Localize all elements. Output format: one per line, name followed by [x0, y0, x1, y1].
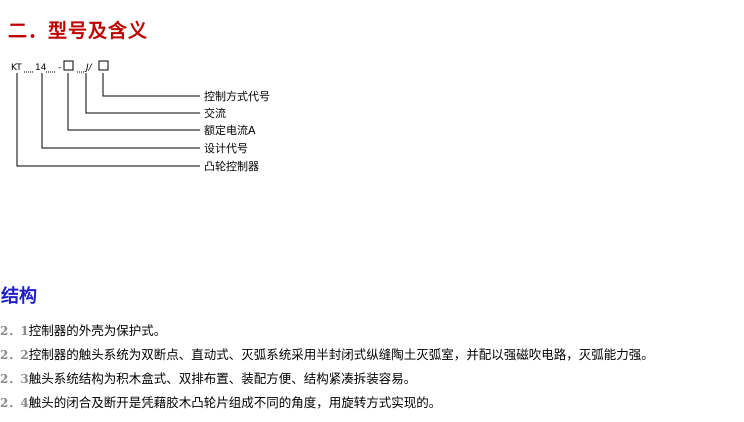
item-number: 2．1 [0, 324, 29, 338]
code-box-current [63, 60, 74, 71]
label-control-mode: 控制方式代号 [204, 89, 270, 103]
code-dash: - [58, 63, 61, 73]
structure-item: 2．1控制器的外壳为保护式。 [0, 322, 744, 346]
structure-item: 2．2控制器的触头系统为双断点、直动式、灭弧系统采用半封闭式纵缝陶土灭弧室，并配… [0, 346, 744, 370]
leader-control-mode [102, 73, 200, 97]
item-text: 控制器的外壳为保护式。 [28, 323, 167, 338]
item-text: 控制器的触头系统为双断点、直动式、灭弧系统采用半封闭式纵缝陶土灭弧室，并配以强磁… [28, 347, 654, 362]
item-text: 触头的闭合及断开是凭藉胶木凸轮片组成不同的角度，用旋转方式实现的。 [28, 395, 442, 410]
structure-item: 2．4触头的闭合及断开是凭藉胶木凸轮片组成不同的角度，用旋转方式实现的。 [0, 394, 744, 418]
structure-list: 2．1控制器的外壳为保护式。 2．2控制器的触头系统为双断点、直动式、灭弧系统采… [0, 322, 744, 418]
label-cam-controller: 凸轮控制器 [204, 159, 259, 173]
leader-cam-controller [16, 73, 200, 167]
code-slash-part: J/ [84, 63, 93, 73]
model-meaning-heading: 二．型号及含义 [8, 20, 149, 42]
structure-item: 2．3触头系统结构为积木盒式、双排布置、装配方便、结构紧凑拆装容易。 [0, 370, 744, 394]
label-design-code: 设计代号 [204, 142, 248, 155]
item-number: 2．2 [0, 348, 29, 362]
label-ac: 交流 [204, 106, 226, 120]
leader-ac [85, 73, 200, 114]
leader-design-code [41, 73, 200, 149]
model-code-diagram: KT 14 - J/ 控制方式代号 交流 额定电流A 设计代号 凸轮控制器 [11, 60, 270, 173]
code-prefix: KT [11, 63, 22, 73]
code-series: 14 [35, 63, 47, 73]
leader-rated-current [67, 73, 200, 131]
item-number: 2．4 [0, 396, 29, 410]
code-box-control [98, 60, 109, 71]
item-number: 2．3 [0, 372, 29, 386]
item-text: 触头系统结构为积木盒式、双排布置、装配方便、结构紧凑拆装容易。 [28, 371, 417, 386]
structure-heading: 结构 [1, 286, 37, 307]
label-rated-current: 额定电流A [204, 123, 256, 137]
